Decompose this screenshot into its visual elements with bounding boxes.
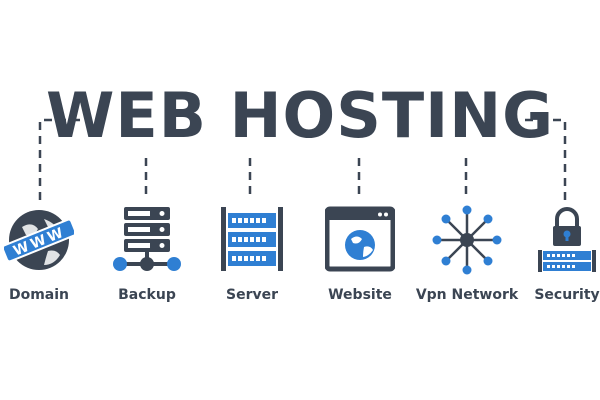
label-website: Website (328, 287, 392, 303)
label-backup: Backup (118, 287, 176, 303)
globe-www-icon: WWW (4, 210, 74, 270)
server-rack-icon (221, 207, 283, 271)
network-hub-icon (432, 205, 502, 275)
browser-globe-icon (325, 206, 395, 272)
label-vpn-network: Vpn Network (415, 287, 519, 303)
label-server: Server (225, 287, 278, 303)
label-domain: Domain (8, 287, 70, 303)
lock-server-icon (538, 207, 596, 272)
page-title: WEB HOSTING (46, 79, 554, 152)
label-security: Security (534, 287, 600, 303)
backup-server-icon (113, 207, 181, 271)
